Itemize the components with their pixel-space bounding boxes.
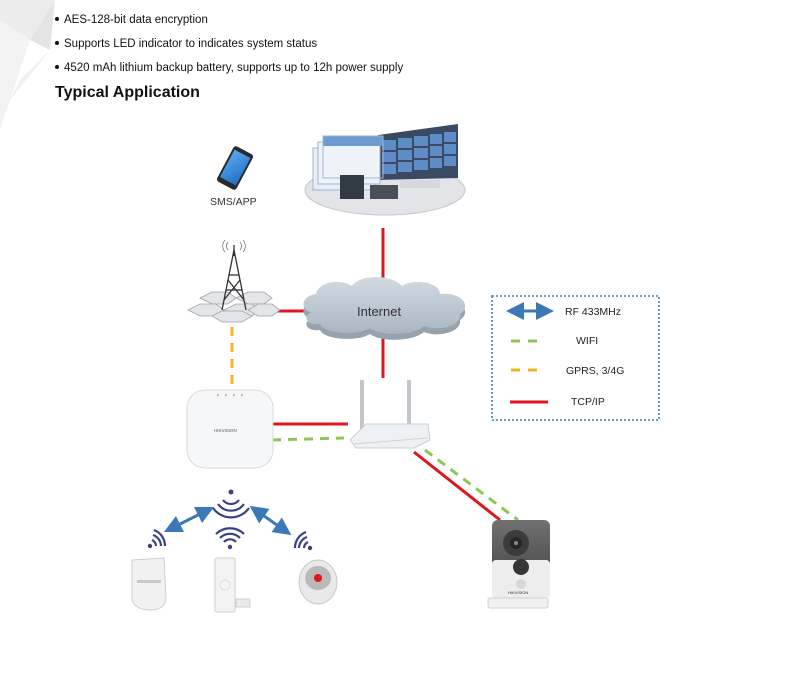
rf-signal-keyfob-icon <box>293 530 313 551</box>
legend-label: WIFI <box>576 335 598 347</box>
legend-label: RF 433MHz <box>565 306 621 318</box>
wifi-router-icon <box>349 380 431 449</box>
rf-arrow-left <box>163 506 215 533</box>
legend-item-wifi: WIFI <box>511 335 598 347</box>
connections <box>230 228 519 522</box>
door-contact-icon <box>214 557 251 613</box>
cloud-icon <box>303 277 466 340</box>
monitoring-center-icon <box>304 124 466 216</box>
pir-detector-icon <box>131 557 167 611</box>
feature-item: AES-128-bit data encryption <box>55 8 403 32</box>
feature-text: AES-128-bit data encryption <box>64 14 208 26</box>
feature-item: 4520 mAh lithium backup battery, support… <box>55 56 403 80</box>
feature-text: Supports LED indicator to indicates syst… <box>64 38 318 50</box>
wifi-line-router-camera <box>424 448 519 522</box>
decorative-corner-shapes <box>0 0 55 130</box>
alarm-panel-brand: HIKVISION <box>214 428 237 433</box>
internet-label: Internet <box>357 304 401 319</box>
camera-brand: HIKVISION <box>508 590 528 595</box>
feature-list: AES-128-bit data encryption Supports LED… <box>55 8 403 80</box>
legend-label: TCP/IP <box>571 396 605 408</box>
bullet-icon <box>55 16 59 21</box>
rf-arrow-right <box>249 505 292 536</box>
smartphone-icon <box>216 146 254 190</box>
feature-text: 4520 mAh lithium backup battery, support… <box>64 62 404 74</box>
keyfob-icon <box>298 559 338 605</box>
legend-item-rf: RF 433MHz <box>506 302 621 320</box>
rf-signal-door-icon <box>215 527 245 550</box>
section-title: Typical Application <box>55 84 200 101</box>
ip-camera-icon <box>487 520 550 609</box>
bullet-icon <box>55 64 59 69</box>
bullet-icon <box>55 40 59 45</box>
legend: RF 433MHz WIFI GPRS, 3/4G TCP/IP <box>491 295 660 421</box>
legend-border <box>491 295 660 421</box>
wifi-line-panel-router <box>271 436 345 442</box>
legend-label: GPRS, 3/4G <box>566 365 624 377</box>
legend-item-tcpip: TCP/IP <box>510 396 605 408</box>
alarm-hub-icon <box>186 389 274 469</box>
rf-signal-pir-icon <box>147 528 167 549</box>
feature-item: Supports LED indicator to indicates syst… <box>55 32 403 56</box>
cell-tower-icon <box>187 239 281 323</box>
rf-signal-hub-icon <box>212 489 250 519</box>
tcpip-line-router-camera <box>413 450 501 522</box>
phone-label: SMS/APP <box>210 196 257 208</box>
legend-item-gprs: GPRS, 3/4G <box>511 365 624 377</box>
